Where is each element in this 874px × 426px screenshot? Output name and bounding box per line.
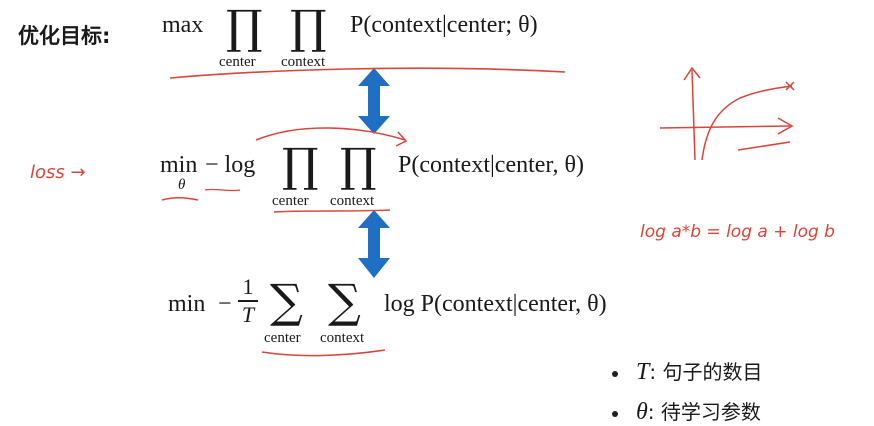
bullet-dot <box>612 410 618 417</box>
squiggle-mark <box>204 188 241 192</box>
double-arrow-1 <box>358 68 390 134</box>
page-title: 优化目标: <box>18 24 111 48</box>
eq2-op: min <box>160 152 198 178</box>
eq2-neg-log: − log <box>205 152 256 178</box>
eq1-expression: P(context|center; θ) <box>350 12 538 38</box>
eq1-prod-context: ∏ <box>290 0 327 54</box>
underline-eq3-subs <box>261 349 386 357</box>
bullet-symbol: θ <box>636 399 648 425</box>
log-curve-sketch <box>659 66 795 161</box>
eq1-sub-center: center <box>219 54 256 70</box>
eq3-expression: log P(context|center, θ) <box>384 291 607 317</box>
eq2-expression: P(context|center, θ) <box>398 152 584 178</box>
eq3-op: min <box>168 291 206 317</box>
bullet-text: : 句子的数目 <box>649 360 763 384</box>
eq3-sub-context: context <box>320 330 365 346</box>
eq2-sub-context: context <box>330 193 375 209</box>
eq3-sum-context: ∑ <box>328 274 361 328</box>
arc-eq2-head <box>395 131 408 147</box>
eq3-frac-numerator: 1 <box>242 274 254 299</box>
eq3-sub-center: center <box>264 330 301 346</box>
log-rule-annotation: log a*b = log a + log b <box>640 222 835 242</box>
bullet-theta: θ: 待学习参数 <box>612 396 761 426</box>
eq1-prod-center: ∏ <box>226 0 263 54</box>
eq2-prod-center: ∏ <box>282 138 319 192</box>
bullet-symbol: T <box>636 359 650 385</box>
eq2-prod-context: ∏ <box>340 138 377 192</box>
eq2-op-subscript: θ <box>178 177 186 193</box>
underline-eq1 <box>169 67 566 79</box>
eq2-sub-center: center <box>272 193 309 209</box>
arc-eq2 <box>255 127 406 141</box>
bullet-dot <box>612 370 618 377</box>
eq3-sum-center: ∑ <box>270 274 303 328</box>
eq3-minus: − <box>218 291 232 317</box>
underline-min-theta <box>161 196 199 201</box>
double-arrow-2 <box>358 210 390 278</box>
eq3-fraction: 1 T <box>238 275 258 327</box>
eq1-op: max <box>162 12 204 38</box>
bullet-text: : 待学习参数 <box>647 400 761 424</box>
eq1-sub-context: context <box>281 54 326 70</box>
eq3-frac-bar <box>238 300 258 302</box>
eq3-frac-denominator: T <box>241 301 255 327</box>
bullet-T: T: 句子的数目 <box>612 356 762 386</box>
loss-annotation: loss → <box>30 162 86 183</box>
underline-eq2-subs <box>273 209 391 213</box>
